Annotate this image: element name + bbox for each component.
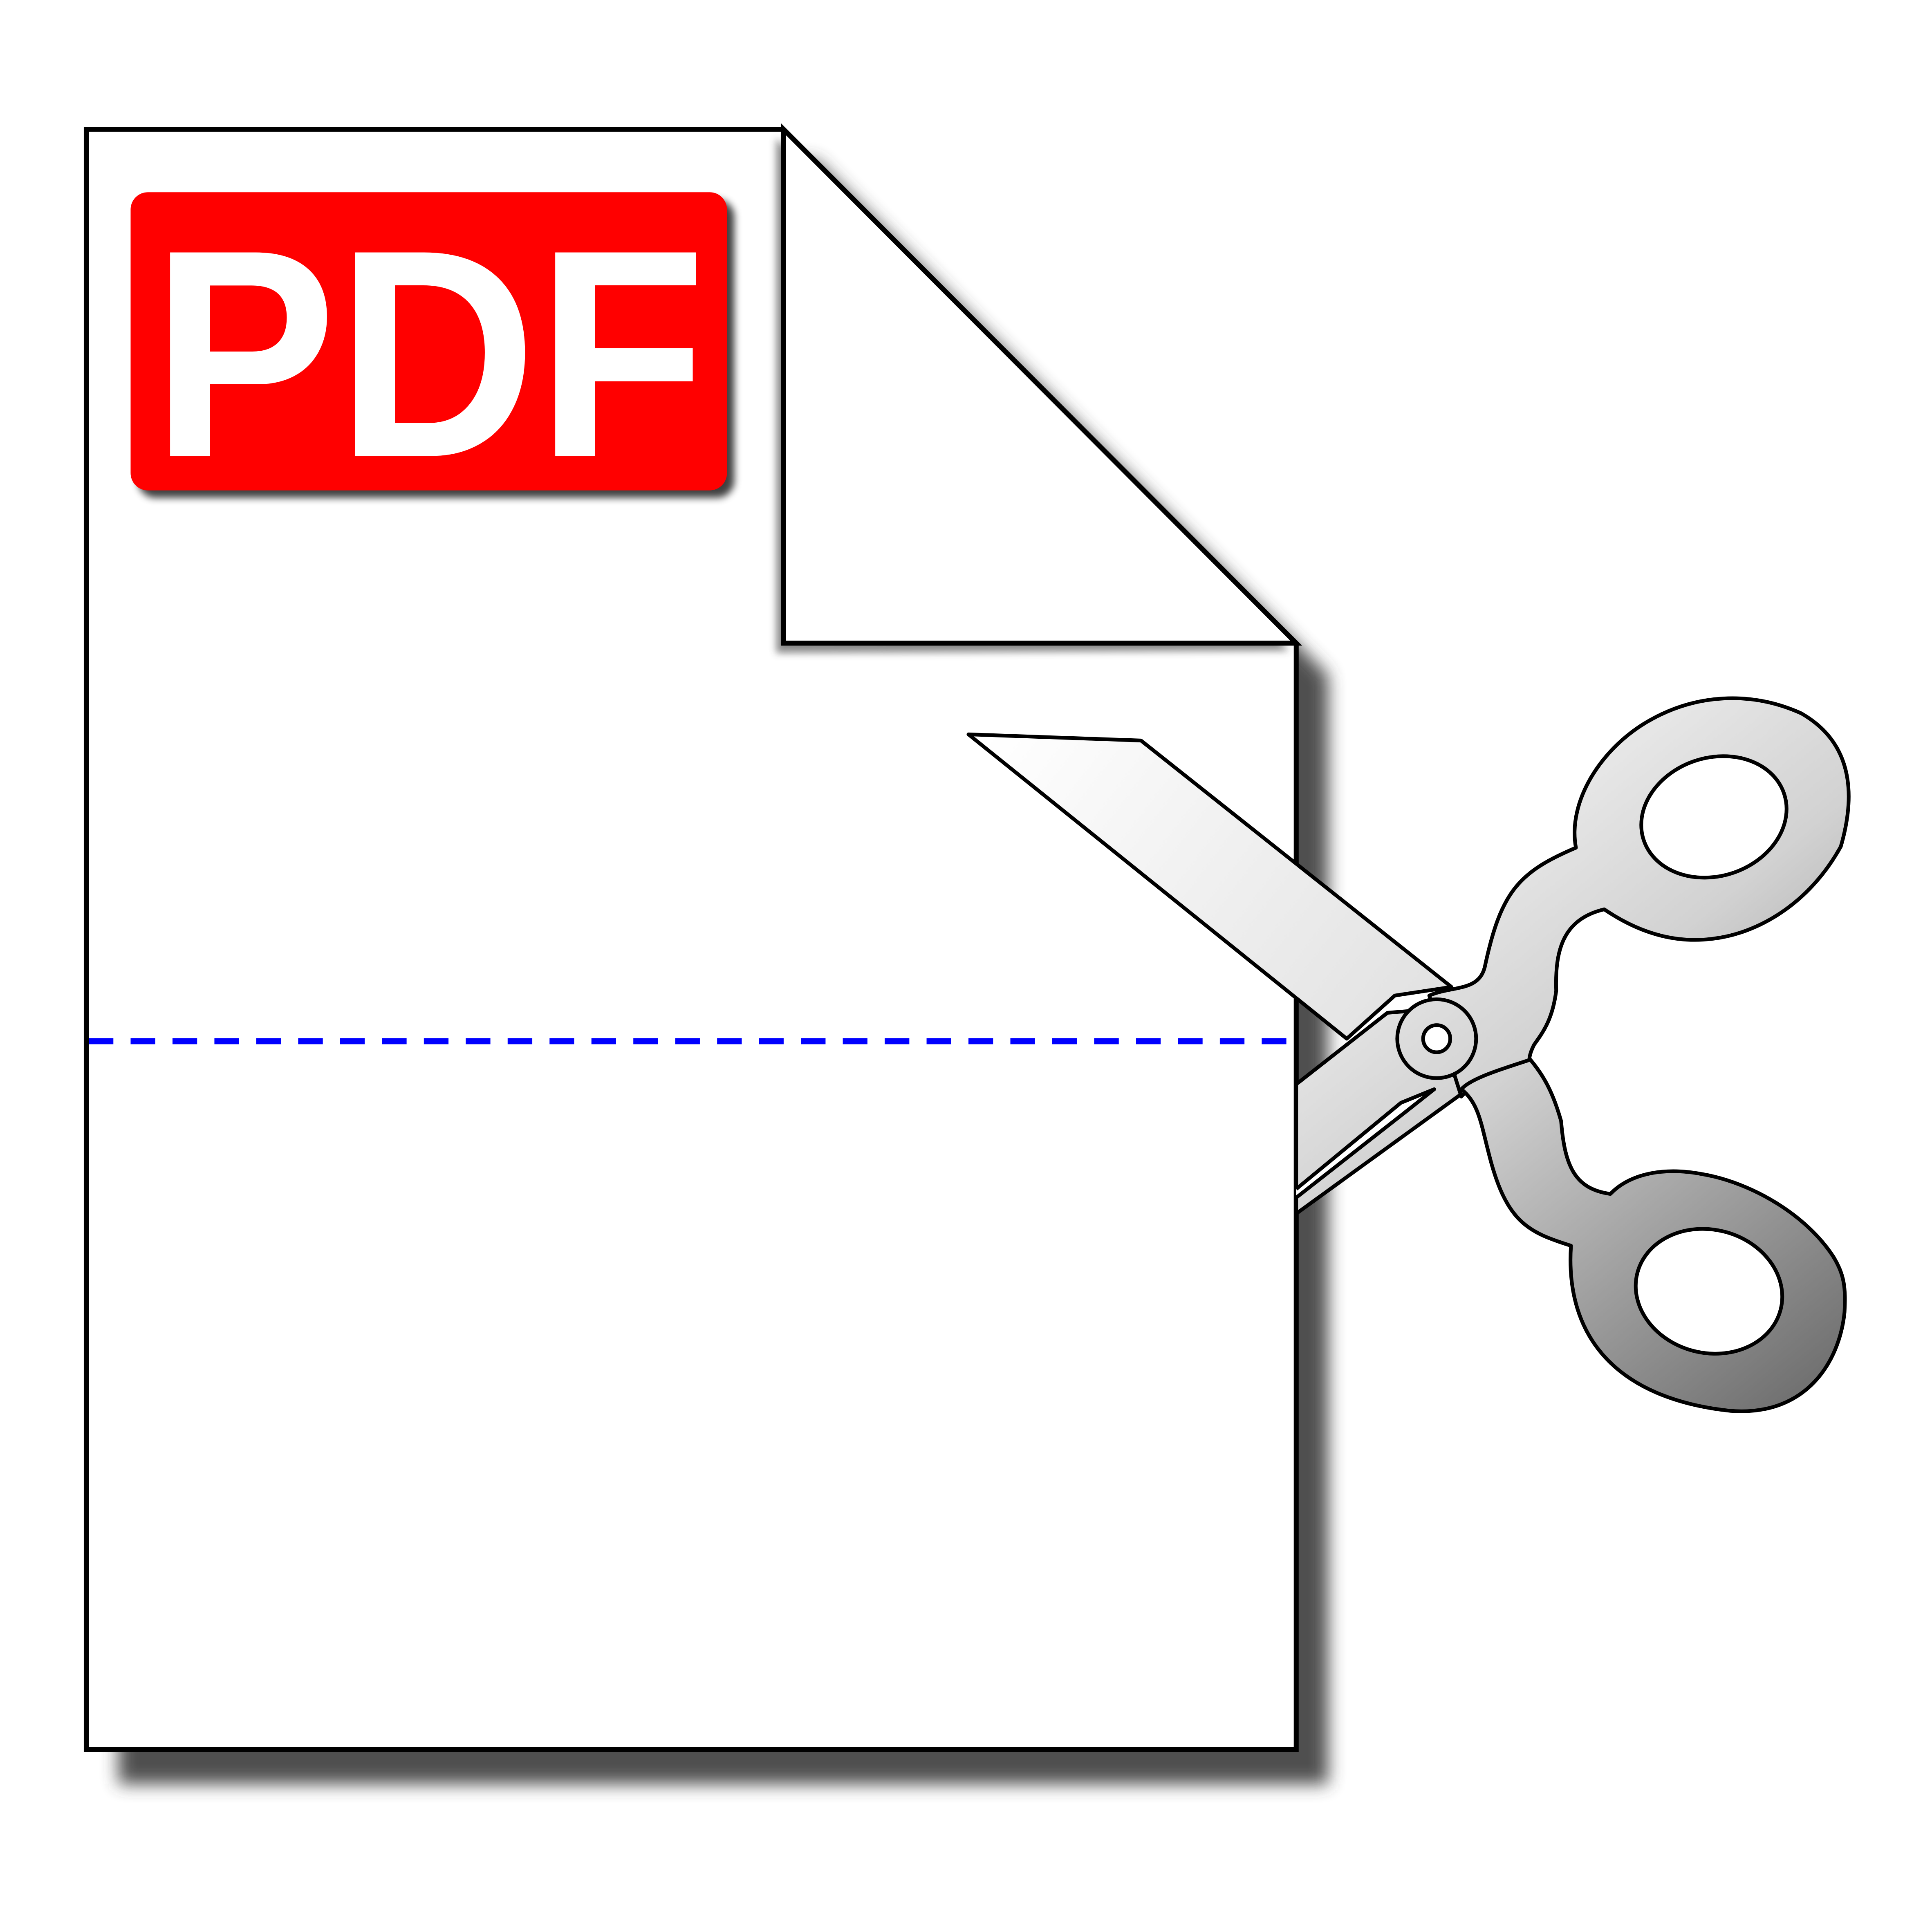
scissors-lower-handle: [1459, 1058, 1847, 1413]
scissors-pivot-screw: [1421, 1023, 1452, 1054]
scissors-upper-handle: [1427, 696, 1851, 1099]
scissors-upper-finger-hole: [1639, 754, 1789, 880]
pdf-badge: PDF: [130, 188, 735, 519]
scissors-icon: [966, 696, 1851, 1413]
folded-corner: [781, 123, 1302, 646]
pdf-badge-label: PDF: [152, 188, 706, 519]
scissors-lower-blade-edge: [1295, 1087, 1436, 1199]
scissors-lower-finger-hole: [1634, 1227, 1784, 1356]
scissors-upper-blade: [966, 732, 1454, 1041]
